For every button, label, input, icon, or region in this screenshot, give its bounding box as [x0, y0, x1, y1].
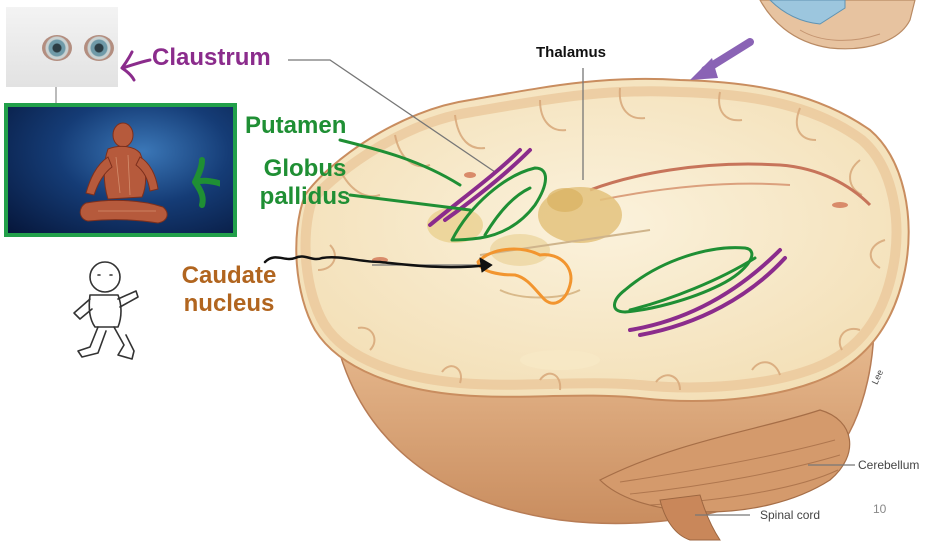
label-globus-line-1: Globus: [245, 155, 365, 183]
page-number: 10: [873, 502, 886, 516]
brain-cut-surface: [296, 79, 908, 401]
label-caudate-nucleus: Caudate nucleus: [170, 262, 288, 318]
body-arrow: [195, 160, 220, 205]
walking-figure-sketch: [60, 255, 155, 365]
label-caudate-line-1: Caudate: [170, 262, 288, 290]
eye-left: [42, 35, 72, 61]
label-cerebellum: Cerebellum: [858, 458, 919, 472]
label-spinal-cord: Spinal cord: [760, 508, 820, 522]
eyes-photo: [6, 7, 118, 87]
label-claustrum: Claustrum: [152, 44, 271, 72]
label-putamen: Putamen: [245, 112, 346, 140]
label-globus-line-2: pallidus: [245, 183, 365, 211]
label-thalamus: Thalamus: [536, 44, 606, 61]
claustrum-arrow: [122, 52, 150, 80]
label-caudate-line-2: nucleus: [170, 290, 288, 318]
orientation-arrow: [690, 42, 750, 80]
label-globus-pallidus: Globus pallidus: [245, 155, 365, 211]
thumbnail-connector-line: [55, 87, 57, 103]
brain-orientation-thumbnail: [760, 0, 915, 49]
